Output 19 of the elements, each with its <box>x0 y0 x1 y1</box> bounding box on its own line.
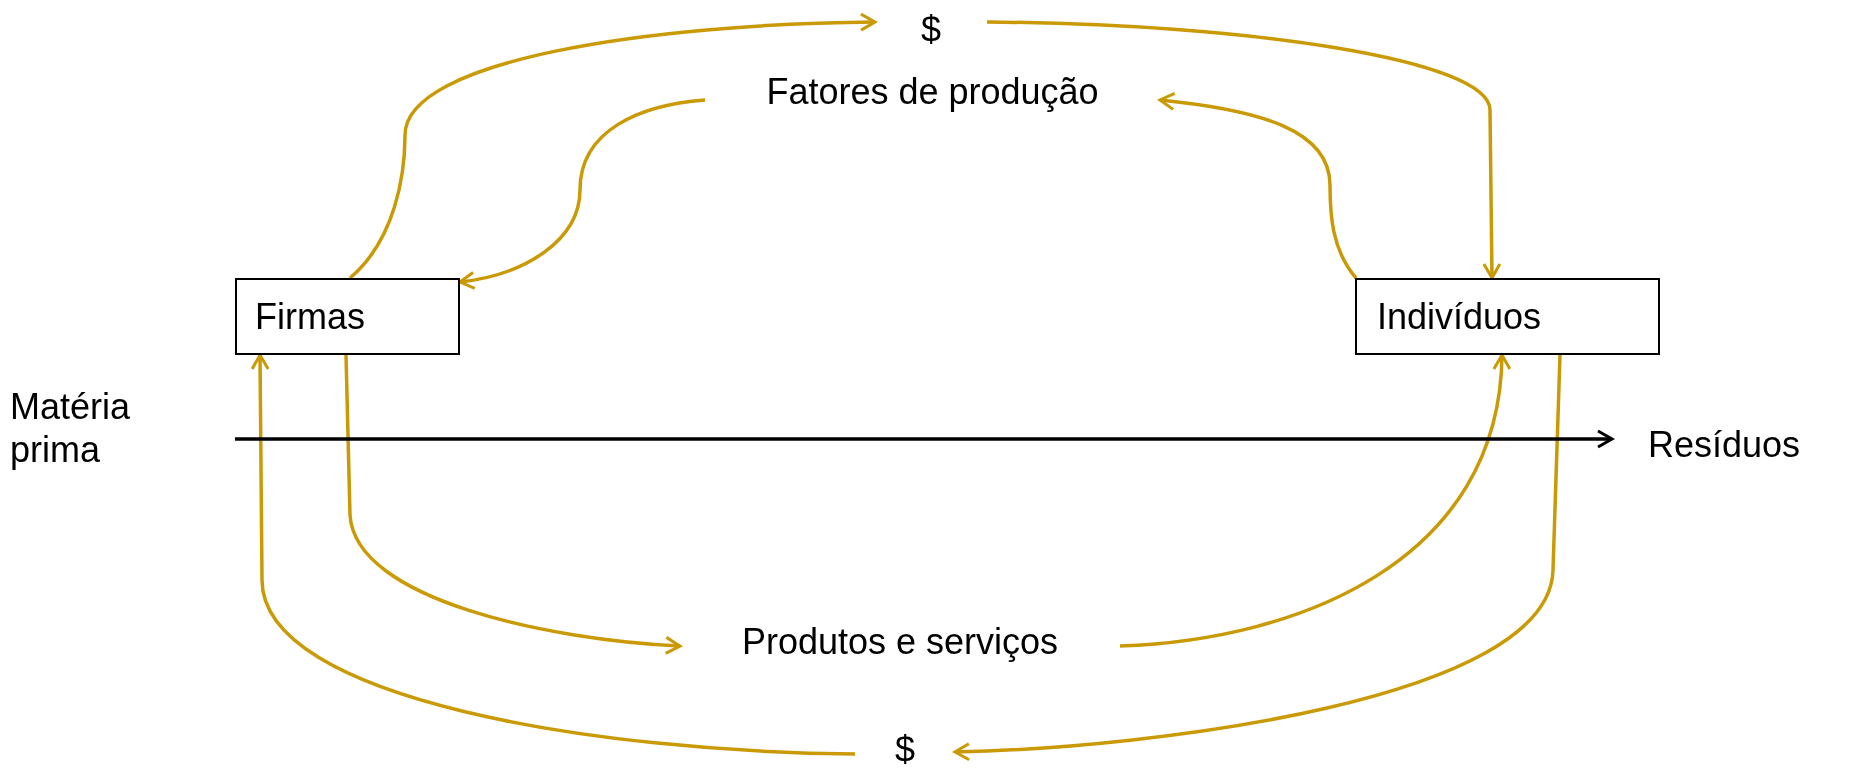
node-label: $ <box>921 8 941 52</box>
arrow <box>250 353 856 756</box>
arrow <box>953 354 1562 761</box>
node-label: Fatores de produção <box>766 70 1099 114</box>
node-label: Matéria prima <box>10 384 132 472</box>
node-label: Indivíduos <box>1377 294 1542 339</box>
arrow <box>1119 353 1511 648</box>
process-box <box>1355 278 1660 355</box>
arrow <box>986 20 1502 280</box>
node-label: Produtos e serviços <box>741 620 1059 664</box>
arrow <box>348 12 877 280</box>
arrow <box>1158 92 1358 280</box>
node-label: Firmas <box>255 294 365 339</box>
arrow <box>235 429 1614 449</box>
node-label: Resíduos <box>1648 423 1801 467</box>
node-label: $ <box>895 728 915 772</box>
arrow <box>344 354 682 655</box>
process-box <box>235 278 460 355</box>
arrow <box>458 98 706 290</box>
